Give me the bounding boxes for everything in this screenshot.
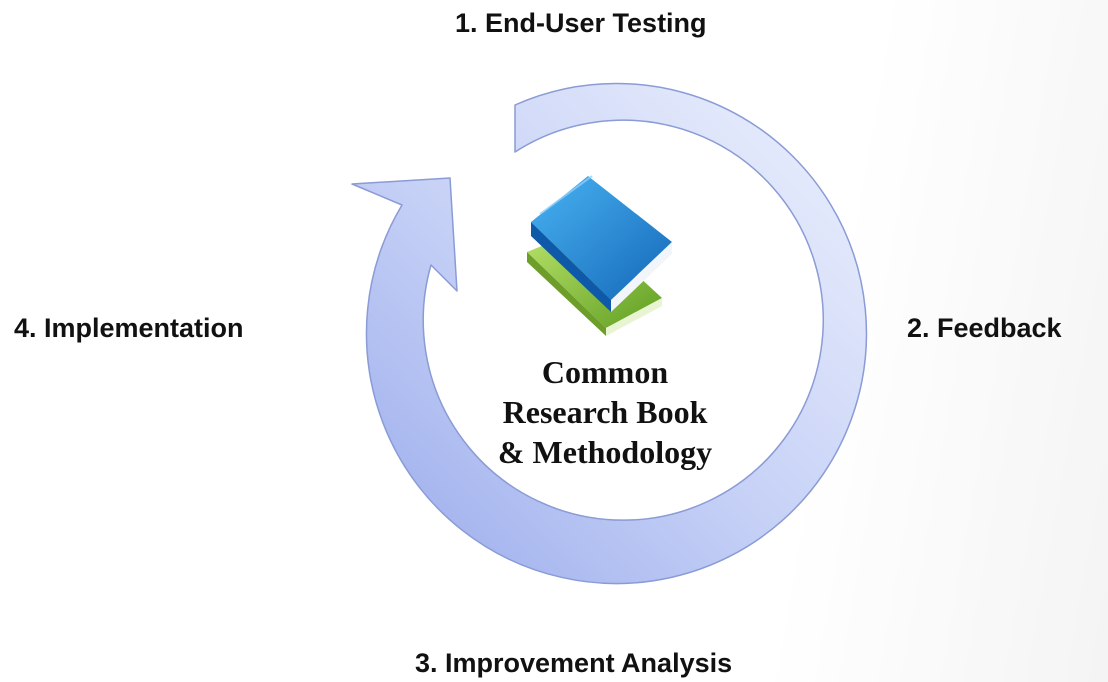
books-icon xyxy=(527,175,672,336)
step-label-improvement-analysis: 3. Improvement Analysis xyxy=(415,648,733,678)
step-label-feedback: 2. Feedback xyxy=(907,313,1062,343)
step-label-end-user-testing: 1. End-User Testing xyxy=(455,8,707,38)
center-title-line-2: Research Book xyxy=(502,394,708,430)
cycle-arrow xyxy=(351,82,868,585)
center-title-line-1: Common xyxy=(541,354,669,390)
center-title-line-3: & Methodology xyxy=(497,434,713,470)
step-label-implementation: 4. Implementation xyxy=(14,313,244,343)
center-title: Common Research Book & Methodology xyxy=(440,352,770,472)
